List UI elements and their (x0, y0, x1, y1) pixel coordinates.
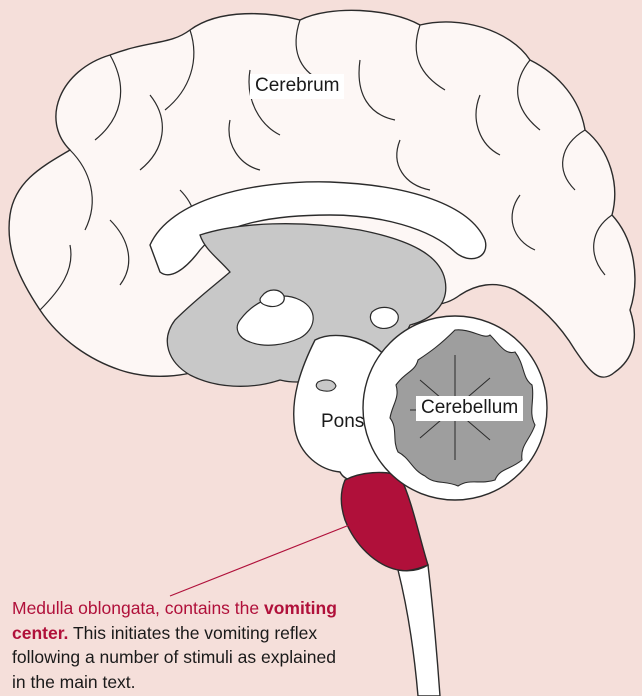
spinal-cord (398, 565, 440, 696)
caption-part1: Medulla oblongata, contains the (12, 598, 259, 618)
medulla-caption: Medulla oblongata, contains the vomiting… (12, 596, 342, 694)
cerebellum-label: Cerebellum (416, 396, 523, 421)
medulla-leader-line (170, 520, 362, 596)
cerebrum-label: Cerebrum (250, 74, 344, 99)
pons-label: Pons (316, 410, 369, 435)
